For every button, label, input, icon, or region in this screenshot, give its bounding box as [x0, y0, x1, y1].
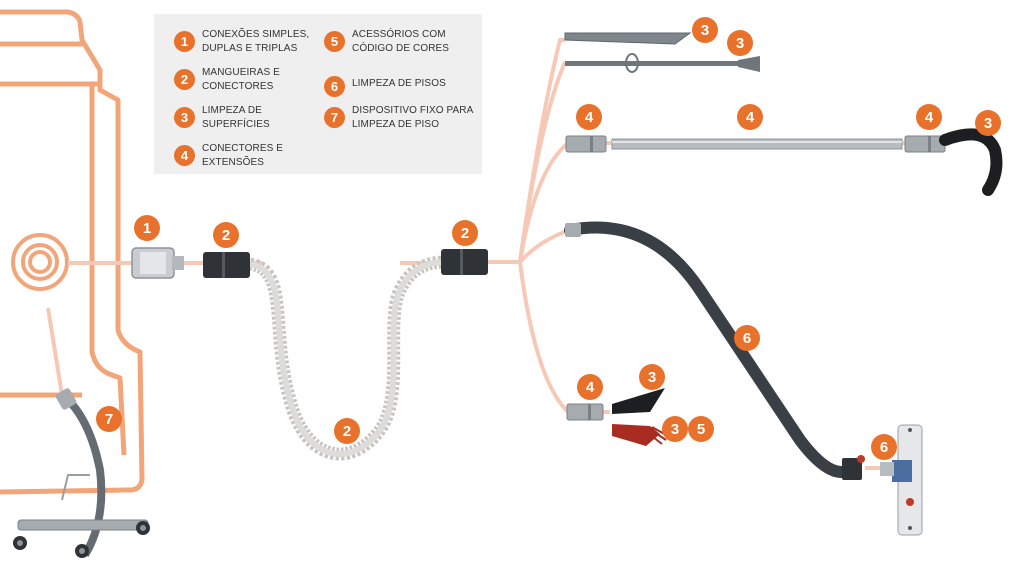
callout-3-crevice-nozzle: 3 [692, 17, 718, 43]
callout-3-curved-nozzle: 3 [975, 110, 1001, 136]
legend-badge: 5 [324, 31, 345, 52]
legend-label: MANGUEIRAS E CONECTORES [202, 67, 280, 92]
legend-badge: 4 [174, 145, 195, 166]
callout-4-extension-connector-right: 4 [916, 104, 942, 130]
callout-6-floor-tool: 6 [871, 434, 897, 460]
callout-5-color-coded-brush: 5 [688, 416, 714, 442]
machine-inlet [11, 233, 69, 291]
legend-item-2: 2 MANGUEIRAS E CONECTORES [174, 66, 312, 94]
legend-badge: 7 [324, 107, 345, 128]
legend-label: DISPOSITIVO FIXO PARA LIMPEZA DE PISO [352, 105, 474, 130]
callout-2-hose-connector-right: 2 [452, 220, 478, 246]
extension-connector-left [565, 135, 607, 153]
legend-badge: 6 [324, 76, 345, 97]
small-connector [566, 403, 604, 421]
wand-nozzle [565, 53, 760, 73]
callout-4-extension-connector-left: 4 [576, 104, 602, 130]
legend-item-7: 7 DISPOSITIVO FIXO PARA LIMPEZA DE PISO [324, 104, 482, 132]
fixed-floor-device [13, 388, 150, 558]
legend-item-4: 4 CONECTORES E EXTENSÕES [174, 142, 312, 170]
callout-4-extension-tube: 4 [737, 104, 763, 130]
legend-item-3: 3 LIMPEZA DE SUPERFÍCIES [174, 104, 312, 132]
callout-3-black-nozzle: 3 [639, 364, 665, 390]
hose-connector-right [441, 249, 488, 275]
legend-label: LIMPEZA DE PISOS [352, 78, 446, 89]
extension-connector-right [904, 135, 946, 153]
legend-label: LIMPEZA DE SUPERFÍCIES [202, 105, 270, 130]
extension-tube [611, 138, 903, 150]
floor-hose-cuff [565, 223, 581, 237]
red-brush [612, 424, 669, 446]
callout-4-small-connector: 4 [577, 374, 603, 400]
legend-panel: 1 CONEXÕES SIMPLES, DUPLAS E TRIPLAS 2 M… [154, 14, 482, 174]
callout-7-fixed-floor-device: 7 [96, 406, 122, 432]
legend-item-6: 6 LIMPEZA DE PISOS [324, 73, 482, 97]
callout-6-floor-hose: 6 [734, 325, 760, 351]
black-nozzle [612, 388, 665, 414]
crevice-nozzle [564, 32, 692, 45]
callout-3-wand-nozzle: 3 [727, 30, 753, 56]
guide-lines [46, 38, 910, 470]
floor-tool [880, 424, 923, 536]
legend-label: CONEXÕES SIMPLES, DUPLAS E TRIPLAS [202, 29, 310, 54]
vacuum-machine-outline [0, 9, 145, 495]
legend-item-1: 1 CONEXÕES SIMPLES, DUPLAS E TRIPLAS [174, 28, 312, 56]
legend-badge: 1 [174, 31, 195, 52]
callout-3-red-brush: 3 [662, 416, 688, 442]
triple-connection [131, 247, 184, 279]
hose-connector-left [203, 252, 250, 278]
curved-nozzle [939, 128, 1003, 196]
callout-2-flexible-hose: 2 [334, 418, 360, 444]
legend-badge: 3 [174, 107, 195, 128]
floor-hose [564, 221, 856, 478]
legend-label: ACESSÓRIOS COM CÓDIGO DE CORES [352, 29, 450, 54]
flexible-hose-core [249, 259, 446, 457]
legend-badge: 2 [174, 69, 195, 90]
callout-2-hose-connector-left: 2 [213, 222, 239, 248]
legend-label: CONECTORES E EXTENSÕES [202, 143, 284, 168]
callout-1-triple-connection: 1 [134, 215, 160, 241]
floor-tool-coupling [842, 455, 865, 480]
legend-item-5: 5 ACESSÓRIOS COM CÓDIGO DE CORES [324, 28, 482, 56]
